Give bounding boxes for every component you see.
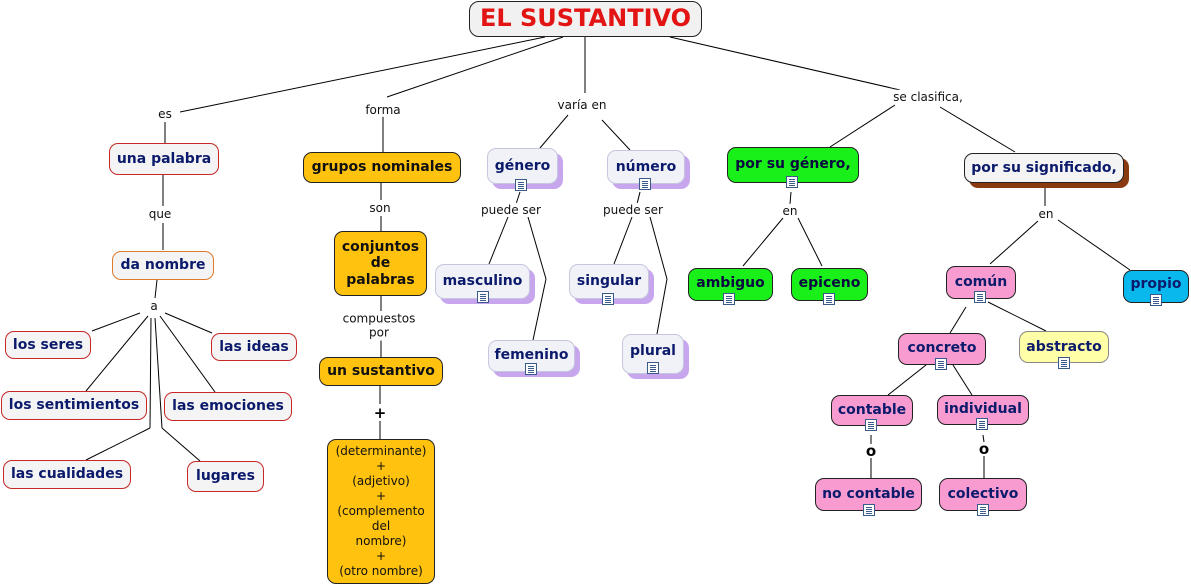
singular-label: singular bbox=[576, 273, 642, 289]
individual-label: individual bbox=[944, 401, 1022, 417]
node-estructura[interactable]: (determinante) + (adjetivo) + (complemen… bbox=[327, 439, 435, 584]
conjuntos-line-2: de bbox=[370, 255, 391, 272]
node-las-ideas[interactable]: las ideas bbox=[211, 333, 297, 361]
node-comun[interactable]: común bbox=[946, 266, 1016, 299]
estructura-line-2: + bbox=[375, 459, 387, 473]
link-o-individual: o bbox=[978, 440, 990, 458]
estructura-line-6: del bbox=[371, 519, 391, 533]
individual-document-icon[interactable] bbox=[976, 418, 988, 430]
link-o-contable: o bbox=[865, 442, 877, 460]
node-genero[interactable]: género bbox=[487, 148, 558, 184]
no-contable-document-icon[interactable] bbox=[863, 504, 875, 516]
estructura-line-4: + bbox=[375, 489, 387, 503]
link-plus: + bbox=[373, 404, 387, 422]
node-una-palabra[interactable]: una palabra bbox=[109, 143, 219, 175]
abstracto-label: abstracto bbox=[1026, 339, 1102, 355]
abstracto-document-icon[interactable] bbox=[1058, 357, 1070, 369]
comun-document-icon[interactable] bbox=[974, 291, 986, 303]
plural-label: plural bbox=[630, 343, 676, 359]
colectivo-label: colectivo bbox=[947, 486, 1019, 502]
node-las-emociones[interactable]: las emociones bbox=[164, 392, 292, 421]
node-abstracto[interactable]: abstracto bbox=[1019, 331, 1109, 363]
main-title: EL SUSTANTIVO bbox=[469, 1, 702, 37]
link-compuestos-line: compuestos bbox=[342, 311, 416, 326]
genero-document-icon[interactable] bbox=[515, 179, 527, 191]
link-forma: forma bbox=[365, 102, 401, 118]
node-grupos-nominales[interactable]: grupos nominales bbox=[303, 152, 461, 183]
link-son: son bbox=[369, 200, 391, 216]
masculino-label: masculino bbox=[442, 273, 523, 289]
propio-label: propio bbox=[1130, 276, 1182, 292]
node-lugares[interactable]: lugares bbox=[187, 461, 264, 492]
epiceno-document-icon[interactable] bbox=[823, 293, 835, 305]
comun-label: común bbox=[954, 274, 1008, 290]
propio-document-icon[interactable] bbox=[1150, 294, 1162, 306]
link-puede-ser-numero: puede ser bbox=[603, 202, 663, 218]
node-da-nombre[interactable]: da nombre bbox=[112, 251, 214, 280]
por-su-genero-label: por su género, bbox=[735, 156, 851, 172]
concreto-document-icon[interactable] bbox=[935, 358, 947, 370]
node-colectivo[interactable]: colectivo bbox=[939, 478, 1027, 511]
link-en-significado: en bbox=[1038, 206, 1054, 222]
por-su-genero-document-icon[interactable] bbox=[786, 176, 798, 188]
node-un-sustantivo[interactable]: un sustantivo bbox=[319, 357, 443, 386]
link-por-line: por bbox=[369, 326, 389, 340]
contable-document-icon[interactable] bbox=[865, 419, 877, 431]
node-contable[interactable]: contable bbox=[831, 395, 913, 426]
femenino-document-icon[interactable] bbox=[525, 363, 537, 375]
estructura-line-9: (otro nombre) bbox=[339, 564, 423, 578]
singular-document-icon[interactable] bbox=[602, 293, 614, 305]
estructura-line-5: (complemento bbox=[337, 504, 425, 518]
femenino-label: femenino bbox=[494, 347, 569, 363]
link-puede-ser-genero: puede ser bbox=[481, 202, 541, 218]
estructura-line-8: + bbox=[375, 549, 387, 563]
node-las-cualidades[interactable]: las cualidades bbox=[3, 460, 131, 489]
link-que: que bbox=[148, 206, 172, 222]
genero-label: género bbox=[494, 158, 551, 174]
link-a: a bbox=[150, 298, 158, 314]
concreto-label: concreto bbox=[907, 340, 977, 356]
ambiguo-label: ambiguo bbox=[696, 275, 765, 291]
masculino-document-icon[interactable] bbox=[477, 291, 489, 303]
estructura-line-3: (adjetivo) bbox=[352, 474, 410, 488]
link-varia-en: varía en bbox=[557, 97, 607, 113]
numero-label: número bbox=[615, 159, 677, 175]
numero-document-icon[interactable] bbox=[639, 178, 651, 190]
link-compuestos-por: compuestos por bbox=[342, 311, 416, 341]
link-se-clasifica: se clasifica, bbox=[893, 89, 963, 105]
plural-document-icon[interactable] bbox=[647, 362, 659, 374]
estructura-line-1: (determinante) bbox=[335, 444, 427, 458]
no-contable-label: no contable bbox=[822, 486, 915, 502]
colectivo-document-icon[interactable] bbox=[977, 504, 989, 516]
ambiguo-document-icon[interactable] bbox=[723, 293, 735, 305]
link-es: es bbox=[158, 106, 172, 122]
epiceno-label: epiceno bbox=[798, 275, 861, 291]
estructura-line-7: nombre) bbox=[355, 534, 407, 548]
contable-label: contable bbox=[837, 402, 907, 418]
conjuntos-line-1: conjuntos bbox=[341, 239, 420, 256]
node-los-seres[interactable]: los seres bbox=[5, 331, 91, 359]
conjuntos-line-3: palabras bbox=[346, 271, 415, 288]
node-concreto[interactable]: concreto bbox=[898, 333, 986, 365]
node-conjuntos-de-palabras[interactable]: conjuntos de palabras bbox=[334, 231, 427, 296]
node-los-sentimientos[interactable]: los sentimientos bbox=[1, 391, 147, 420]
link-en-genero: en bbox=[782, 203, 798, 219]
node-por-su-significado[interactable]: por su significado, bbox=[964, 153, 1124, 183]
